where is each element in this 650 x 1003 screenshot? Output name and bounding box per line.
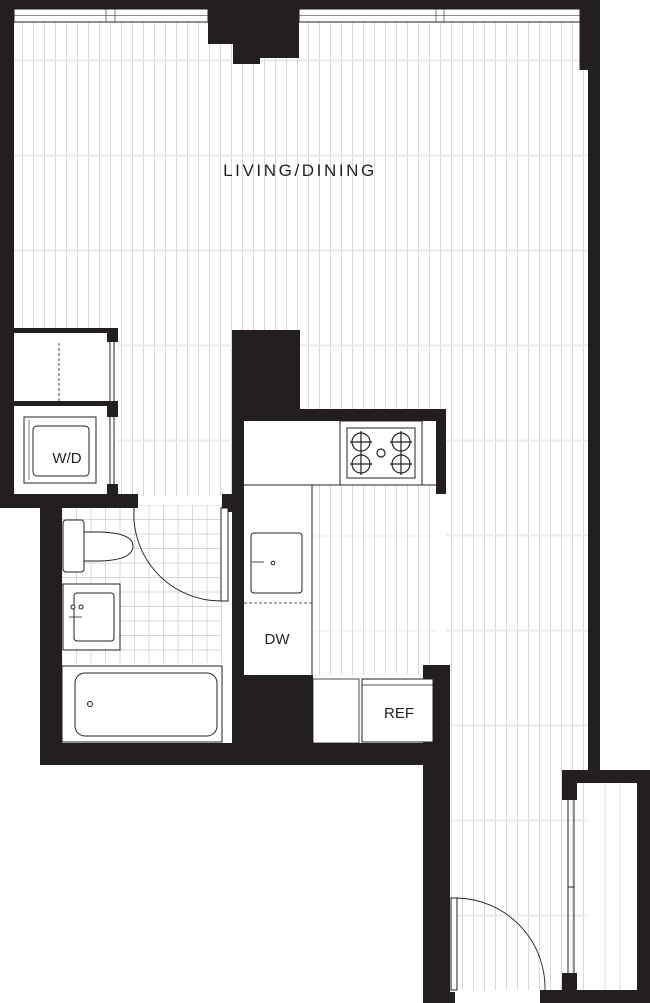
refrigerator xyxy=(312,678,434,744)
toilet-tank xyxy=(62,519,85,573)
toilet-bowl xyxy=(83,531,134,562)
cooktop xyxy=(339,420,423,486)
bathroom-door xyxy=(133,494,229,602)
cooktop-burners xyxy=(350,431,412,475)
refrigerator-label: REF xyxy=(384,705,414,722)
dishwasher-label: DW xyxy=(265,631,291,648)
bathtub xyxy=(61,665,223,743)
kitchen-sink xyxy=(250,532,303,594)
closet xyxy=(58,342,115,401)
entry-door xyxy=(450,897,546,991)
bathroom-fixtures xyxy=(61,519,223,743)
balcony-sliding-door xyxy=(567,783,621,990)
living-dining-label: LIVING/DINING xyxy=(223,161,377,180)
laundry-closet xyxy=(23,416,115,484)
washer-dryer-label: W/D xyxy=(52,450,81,467)
